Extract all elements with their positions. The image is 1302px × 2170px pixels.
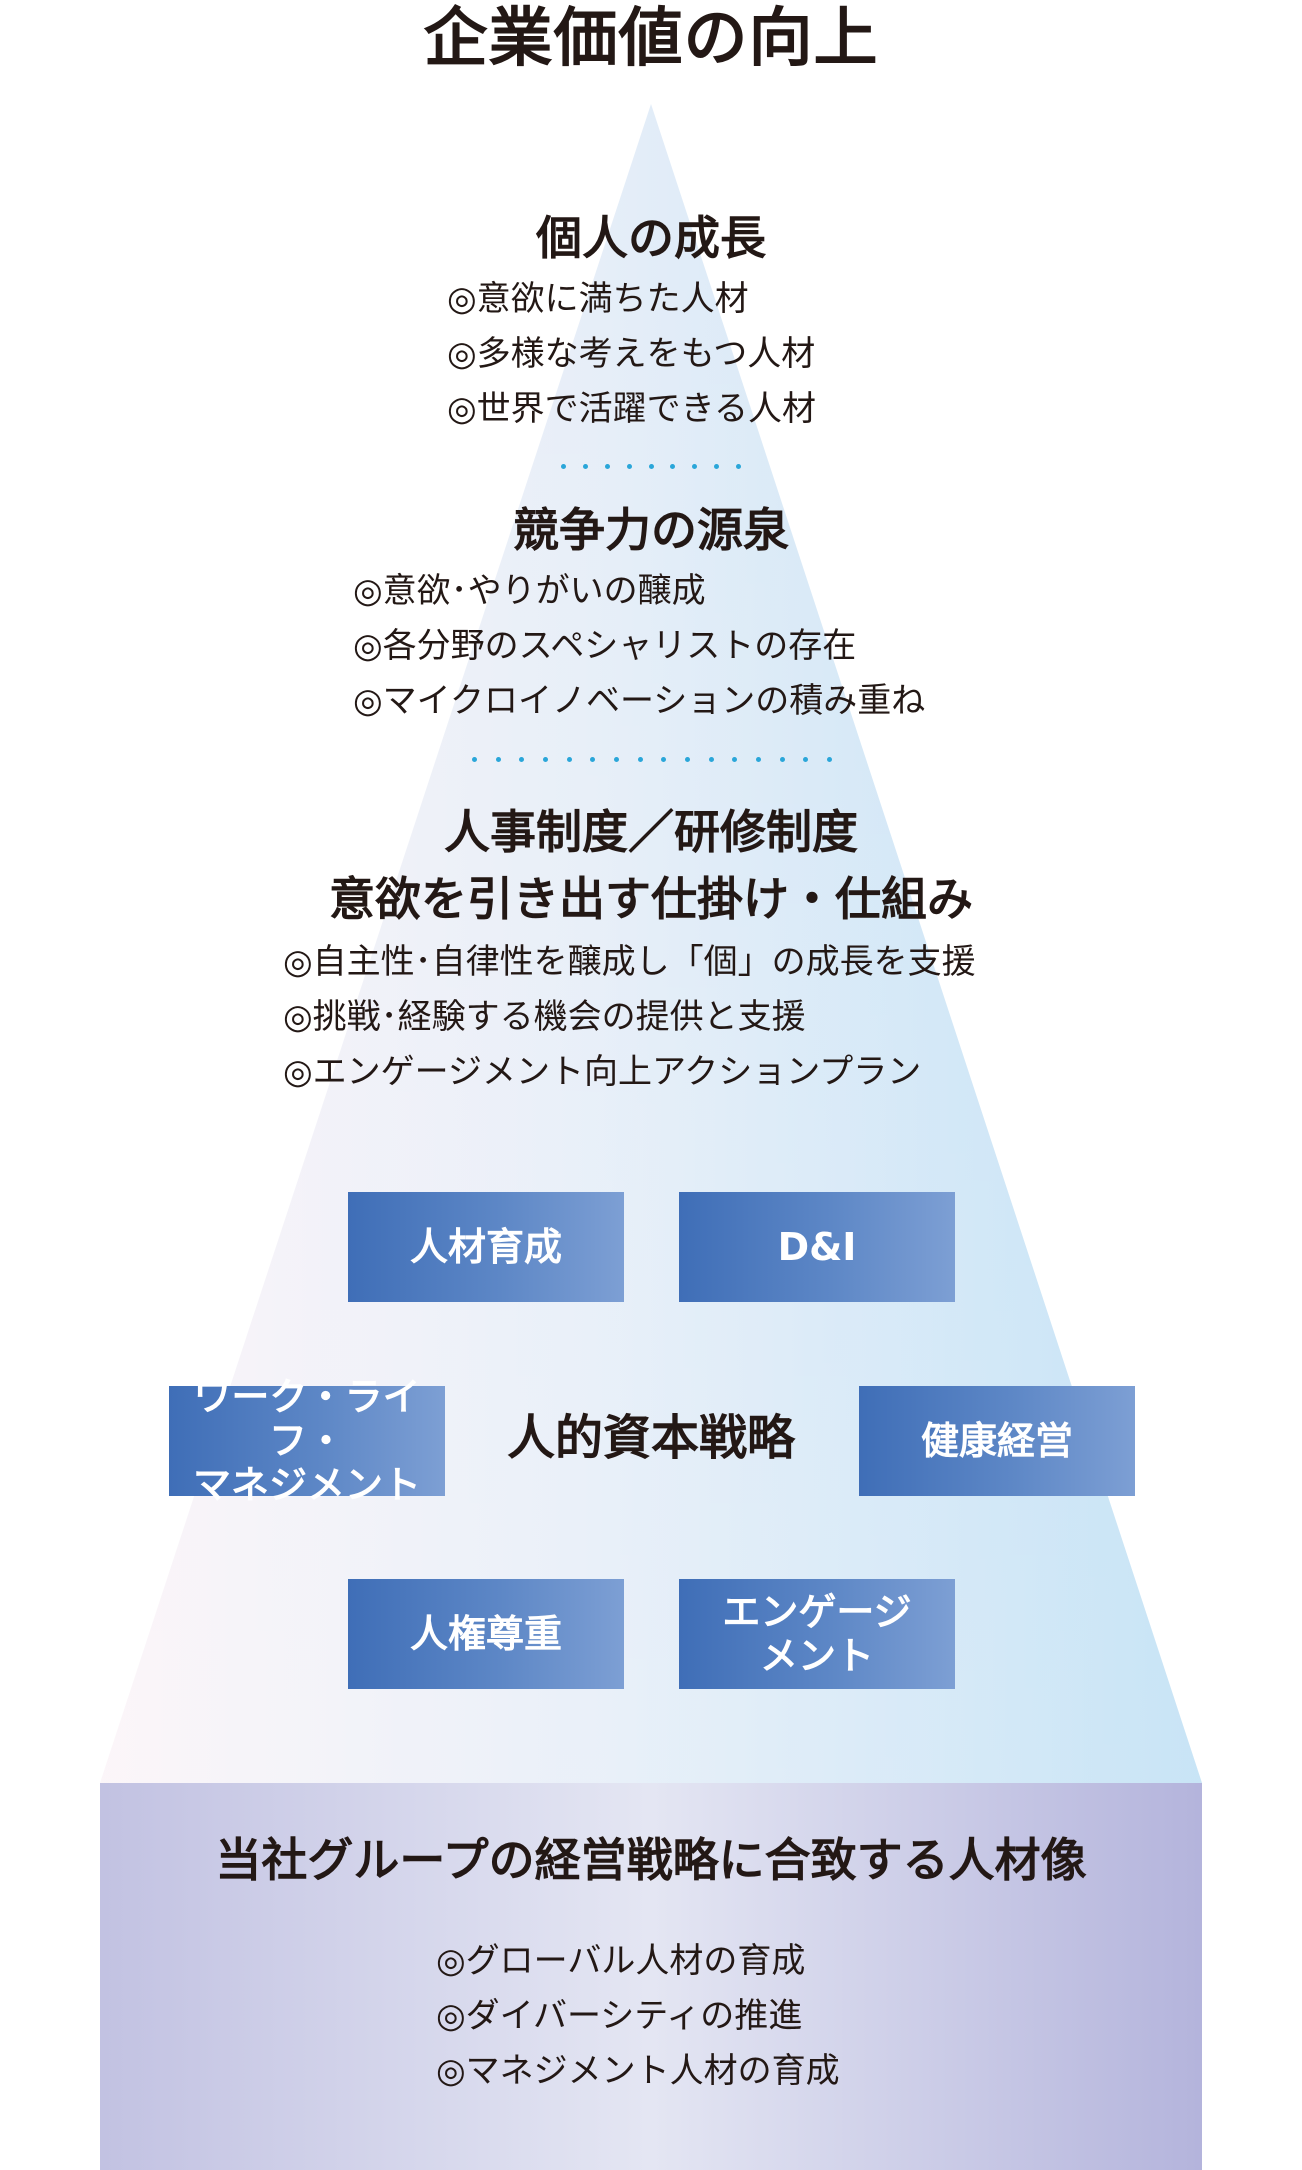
list-item: ◎エンゲージメント向上アクションプラン <box>283 1052 922 1092</box>
list-item: ◎世界で活躍できる人材 <box>447 389 816 429</box>
main-title: 企業価値の向上 <box>423 2 879 76</box>
list-item: ◎グローバル人材の育成 <box>436 1941 806 1981</box>
list-item: ◎各分野のスペシャリストの存在 <box>353 626 857 666</box>
box-engagement: エンゲージ メント <box>679 1579 955 1689</box>
base-list: ◎グローバル人材の育成 ◎ダイバーシティの推進 ◎マネジメント人材の育成 <box>436 1934 840 2099</box>
competitiveness-heading: 競争力の源泉 <box>513 503 789 557</box>
box-talent-development: 人材育成 <box>348 1192 624 1302</box>
box-dni: D&I <box>679 1192 955 1302</box>
growth-heading: 個人の成長 <box>536 211 766 265</box>
box-health-management: 健康経営 <box>859 1386 1135 1496</box>
list-item: ◎挑戦･経験する機会の提供と支援 <box>283 997 806 1037</box>
pyramid-triangle-overlay <box>100 104 1202 1783</box>
list-item: ◎マネジメント人材の育成 <box>436 2051 840 2091</box>
box-work-life-management: ワーク・ライフ・ マネジメント <box>169 1375 445 1507</box>
dotted-separator <box>472 757 832 763</box>
systems-heading-line1: 人事制度／研修制度 <box>444 805 858 859</box>
systems-heading-line2: 意欲を引き出す仕掛け・仕組み <box>329 872 973 926</box>
list-item: ◎意欲･やりがいの醸成 <box>353 571 706 611</box>
list-item: ◎ダイバーシティの推進 <box>436 1996 803 2036</box>
list-item: ◎マイクロイノベーションの積み重ね <box>353 681 926 721</box>
base-title: 当社グループの経営戦略に合致する人材像 <box>215 1833 1087 1887</box>
systems-list: ◎自主性･自律性を醸成し「個」の成長を支援 ◎挑戦･経験する機会の提供と支援 ◎… <box>283 935 976 1100</box>
dotted-separator <box>561 464 741 470</box>
growth-list: ◎意欲に満ちた人材 ◎多様な考えをもつ人材 ◎世界で活躍できる人材 <box>447 272 816 437</box>
pyramid-base <box>100 1783 1202 2170</box>
competitiveness-list: ◎意欲･やりがいの醸成 ◎各分野のスペシャリストの存在 ◎マイクロイノベーション… <box>353 564 925 729</box>
box-human-rights: 人権尊重 <box>348 1579 624 1689</box>
list-item: ◎自主性･自律性を醸成し「個」の成長を支援 <box>283 942 976 982</box>
list-item: ◎多様な考えをもつ人材 <box>447 334 816 374</box>
list-item: ◎意欲に満ちた人材 <box>447 279 749 319</box>
strategy-center-label: 人的資本戦略 <box>506 1410 795 1466</box>
